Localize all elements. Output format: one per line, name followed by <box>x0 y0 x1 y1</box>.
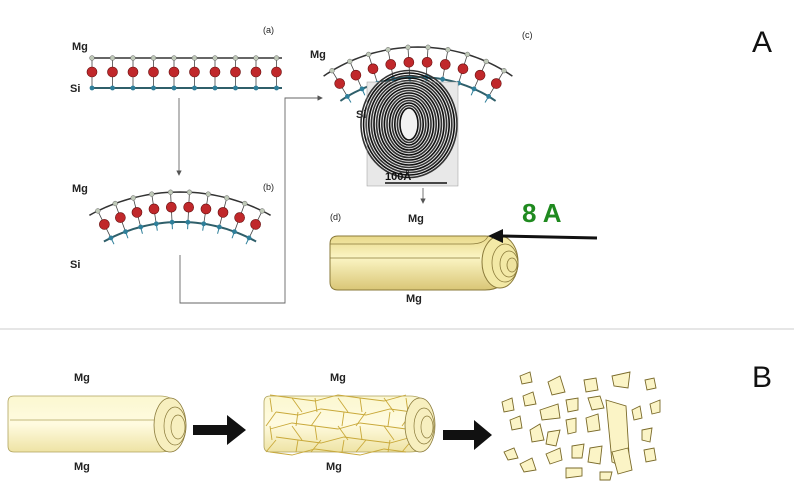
fragment <box>520 458 536 472</box>
mg-label-a: Mg <box>72 41 88 53</box>
fragment <box>520 372 532 384</box>
fragment <box>540 404 560 420</box>
fragment <box>612 372 630 388</box>
fragment <box>645 378 656 390</box>
mg-label-b1-bottom: Mg <box>74 461 90 473</box>
fragment <box>548 376 565 395</box>
label-b: (b) <box>263 182 274 192</box>
fragment <box>586 414 600 432</box>
fragment <box>584 378 598 392</box>
fragment <box>566 418 576 434</box>
fragment <box>644 448 656 462</box>
mg-label-d-top: Mg <box>408 213 424 225</box>
label-c: (c) <box>522 30 533 40</box>
fragment <box>546 430 560 446</box>
flat-sheet-a: (a) Mg Si <box>70 25 282 95</box>
mg-label-b1-top: Mg <box>74 372 90 384</box>
fragment <box>612 448 632 474</box>
mg-label-d-bottom: Mg <box>406 293 422 305</box>
fragment <box>588 396 604 410</box>
fragment <box>600 472 612 480</box>
mg-label-b2-bottom: Mg <box>326 461 342 473</box>
fragment <box>504 448 518 460</box>
mg-label-c: Mg <box>310 49 326 61</box>
fragment <box>510 416 522 430</box>
fragment <box>588 446 602 464</box>
curved-sheet-b: (b) Mg Si <box>70 182 274 271</box>
spacing-label: 8 A <box>522 198 562 228</box>
label-a: (a) <box>263 25 274 35</box>
si-label-b: Si <box>70 259 80 271</box>
arrow-1 <box>193 415 246 445</box>
fragment <box>566 398 578 412</box>
rolled-tube-d: (d) Mg Mg <box>330 212 518 305</box>
fragment <box>546 448 562 464</box>
intact-tube-b1: Mg Mg <box>8 372 186 473</box>
fragment <box>650 400 660 414</box>
fragment <box>502 398 514 412</box>
fragment <box>632 406 642 420</box>
fragment <box>642 428 652 442</box>
mg-label-b: Mg <box>72 183 88 195</box>
scale-label: 100Å <box>385 170 411 183</box>
interlayer-spacing-annotation: 8 A <box>488 198 597 243</box>
mg-label-b2-top: Mg <box>330 372 346 384</box>
fragment <box>530 424 544 442</box>
arrow-2 <box>443 420 492 450</box>
fragment <box>572 444 584 458</box>
fragments <box>502 372 660 480</box>
cracked-tube-b2: Mg Mg <box>264 372 435 473</box>
panel-label-a: A <box>752 26 772 59</box>
tem-micrograph: 100Å <box>361 71 458 187</box>
si-label-a: Si <box>70 83 80 95</box>
label-d: (d) <box>330 212 341 222</box>
fragment <box>566 468 582 478</box>
panel-label-b: B <box>752 361 772 394</box>
fragment <box>523 392 536 406</box>
